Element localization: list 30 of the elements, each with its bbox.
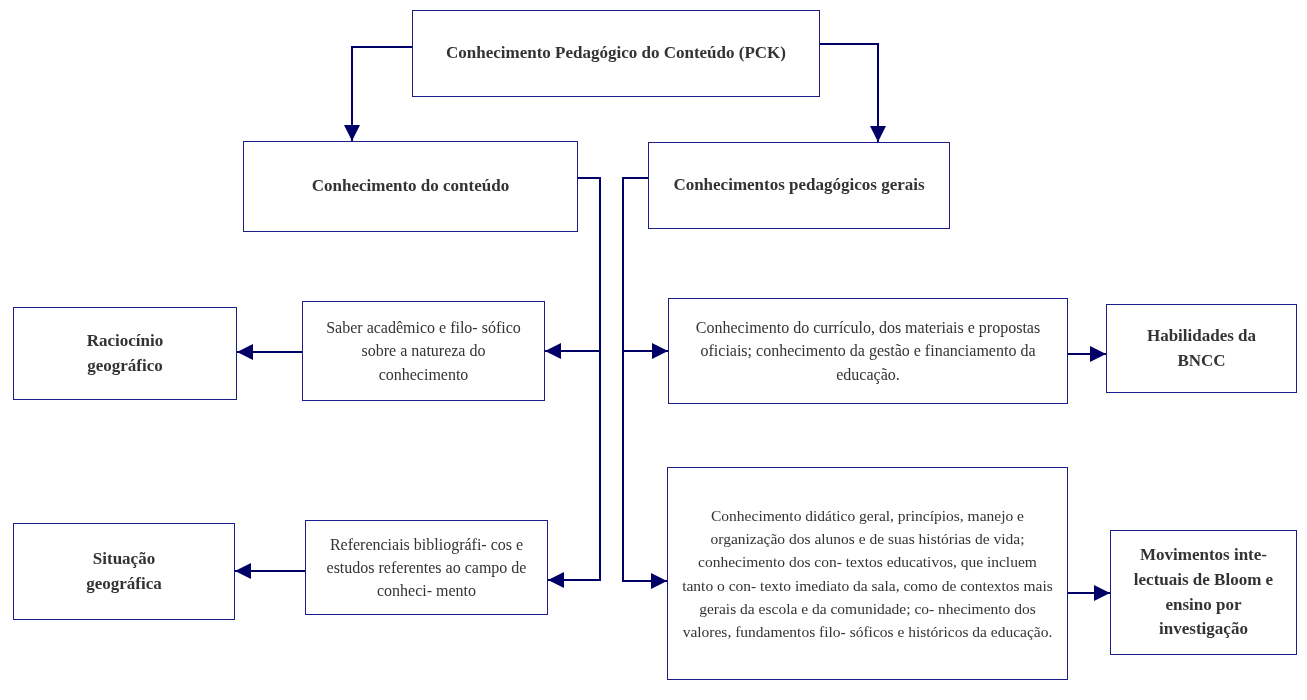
node-text: Conhecimento didático geral, princípios, manejo e organização dos alunos e de suas histórias de vida; conhecimento dos con- textos educativos, que incluem tanto o con- texto imediato da sala, como de contextos mais gerais da escola e da comunidade; co- nhecimento dos valores, fundamentos filo- sóficos e históricos da educação. — [682, 505, 1053, 642]
node-box — [667, 467, 1068, 680]
node-title: Movimentos inte- lectuais de Bloom e ensino por investigação — [1132, 544, 1275, 641]
node-title: Conhecimento do conteúdo — [311, 175, 510, 198]
arrow — [1067, 585, 1111, 601]
node-title: Conhecimento Pedagógico do Conteúdo (PCK) — [446, 42, 786, 65]
node-box — [13, 523, 235, 620]
node-title: Situação geográfica — [85, 547, 163, 595]
arrow — [1067, 346, 1107, 362]
node-text: Saber acadêmico e filo- sófico sobre a natureza do conhecimento — [325, 318, 522, 385]
node-text: Referenciais bibliográfi- cos e estudos referentes ao campo de conheci- mento — [325, 534, 528, 602]
arrow — [547, 177, 601, 588]
arrow — [622, 177, 668, 589]
arrow — [819, 43, 886, 143]
node-box — [412, 10, 820, 97]
node-title: Conhecimentos pedagógicos gerais — [673, 174, 925, 197]
node-box — [13, 307, 237, 400]
node-box — [302, 301, 545, 401]
node-text: Conhecimento do currículo, dos materiais e propostas oficiais; conhecimento da gestão e financiamento da educação. — [694, 318, 1042, 386]
arrow — [234, 563, 306, 579]
node-box — [305, 520, 548, 615]
arrow — [344, 46, 413, 142]
node-box — [1110, 530, 1297, 655]
node-box — [243, 141, 578, 232]
node-box — [1106, 304, 1297, 393]
node-title: Habilidades da BNCC — [1145, 324, 1258, 372]
arrow — [236, 344, 303, 360]
node-box — [668, 298, 1068, 404]
node-box — [648, 142, 950, 229]
node-title: Raciocínio geográfico — [85, 329, 165, 377]
